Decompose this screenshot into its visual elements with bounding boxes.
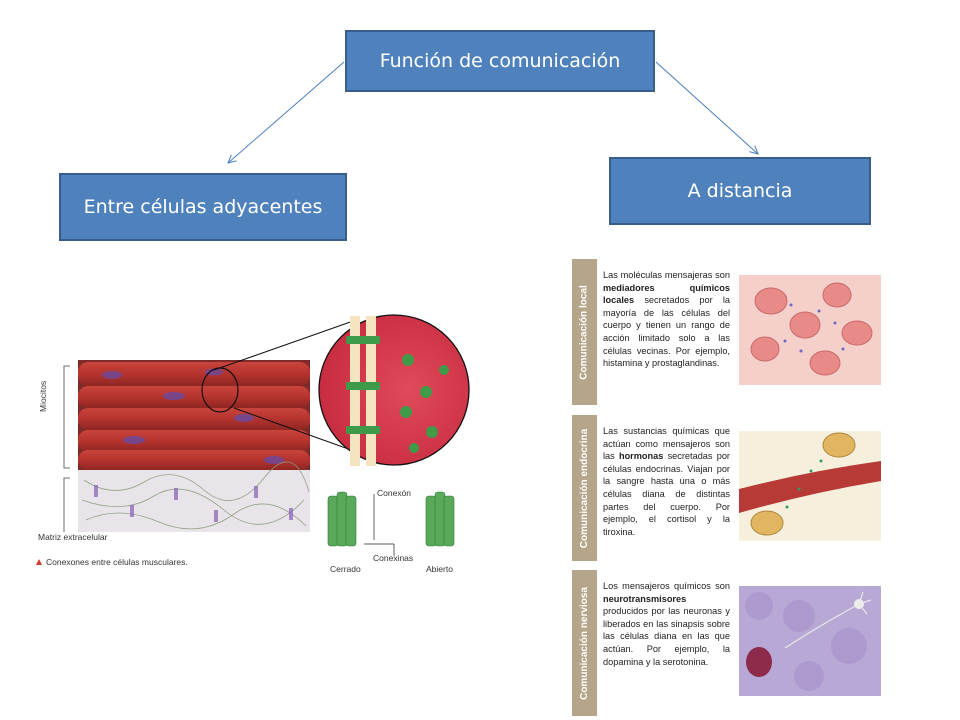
muscle-cells-image (36, 314, 470, 565)
conexon-label: Conexón (377, 488, 412, 498)
gap-junction-illustration: Miocitos Matriz extracelular Conexones e… (34, 300, 484, 580)
tab-comunicacion-endocrina: Comunicación endocrina (572, 415, 597, 561)
text-comunicacion-endocrina: Las sustancias químicas que actúan como … (603, 426, 730, 537)
figure-caption: Conexones entre células musculares. (46, 557, 188, 567)
conexinas-label: Conexinas (373, 553, 414, 563)
box-entre-celulas-adyacentes: Entre células adyacentes (59, 173, 347, 241)
cerrado-label: Cerrado (330, 564, 361, 574)
box-funcion-comunicacion: Función de comunicación (345, 30, 655, 92)
arrow-to-right (655, 61, 758, 154)
miocitos-label: Miocitos (38, 380, 48, 412)
panel-comunicacion-endocrina: Comunicación endocrina Las sustancias qu… (572, 415, 890, 561)
endocrine-blood-vessel-image (739, 431, 881, 541)
text-comunicacion-nerviosa: Los mensajeros químicos son neurotransmi… (603, 581, 730, 667)
tab-comunicacion-nerviosa: Comunicación nerviosa (572, 570, 597, 716)
panel-comunicacion-local: Comunicación local Las moléculas mensaje… (572, 259, 890, 405)
abierto-label: Abierto (426, 564, 453, 574)
box-a-distancia: A distancia (609, 157, 871, 225)
text-comunicacion-local: Las moléculas mensajeras son mediadores … (603, 270, 730, 369)
panel-comunicacion-nerviosa: Comunicación nerviosa Los mensajeros quí… (572, 570, 890, 716)
matriz-extracelular-label: Matriz extracelular (38, 532, 108, 542)
neuron-image (739, 586, 881, 696)
tab-comunicacion-local: Comunicación local (572, 259, 597, 405)
local-cells-image (739, 275, 881, 385)
arrow-to-left (228, 61, 345, 163)
